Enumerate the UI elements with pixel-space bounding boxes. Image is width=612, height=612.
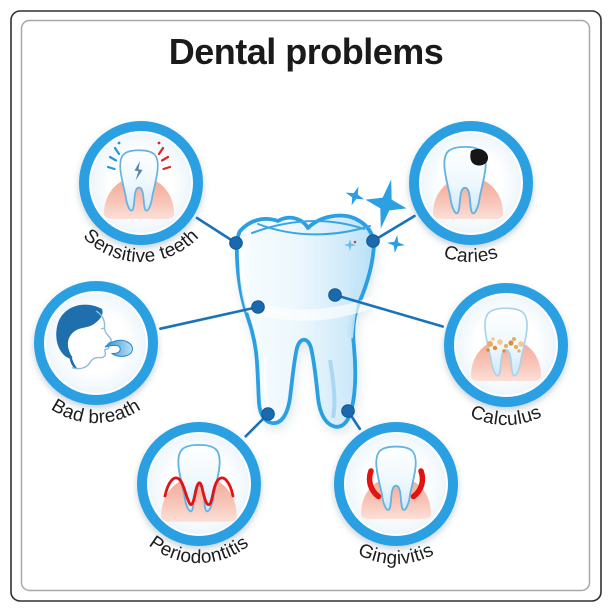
central-tooth-illustration xyxy=(234,213,376,429)
periodontitis-icon xyxy=(161,443,237,522)
svg-text:Caries: Caries xyxy=(442,242,501,267)
outer-frame-border xyxy=(10,10,602,602)
inflamed-gum-right xyxy=(410,468,426,500)
connector-dot xyxy=(341,404,355,418)
problem-node-caries xyxy=(409,121,533,245)
connector-line-sensitive-teeth xyxy=(195,216,238,245)
connector-line-caries xyxy=(371,214,416,243)
sparkle-icon xyxy=(385,233,407,255)
calculus-icon xyxy=(471,307,541,381)
connector-line-bad-breath xyxy=(159,305,260,331)
cavity-spot xyxy=(470,148,489,166)
connector-dot xyxy=(328,288,342,302)
sensitive-teeth-icon xyxy=(104,141,174,219)
connector-dots xyxy=(229,234,380,421)
sparkle-icon xyxy=(342,183,368,209)
breath-puff xyxy=(104,339,133,357)
tooth-gloss-band xyxy=(246,296,372,321)
caries-icon xyxy=(433,145,503,219)
bad-breath-icon xyxy=(56,304,133,370)
connector-line-calculus xyxy=(333,293,445,328)
problem-node-calculus xyxy=(444,283,568,407)
tartar-deposits xyxy=(486,337,524,353)
problem-node-periodontitis xyxy=(137,422,261,546)
inner-frame-border xyxy=(20,19,591,592)
node-label-caries: Caries xyxy=(442,242,501,267)
connector-dot xyxy=(261,407,275,421)
connector-dot xyxy=(229,236,243,250)
sparkle-icon xyxy=(360,175,412,233)
inflamed-gum-line xyxy=(163,476,235,507)
page-title: Dental problems xyxy=(169,31,444,72)
problem-node-bad-breath xyxy=(34,281,158,405)
connector-dot xyxy=(366,234,380,248)
problem-node-gingivitis xyxy=(334,422,458,546)
connector-dot xyxy=(251,300,265,314)
gingivitis-icon xyxy=(361,445,431,519)
problem-node-sensitive-teeth xyxy=(79,121,203,245)
inflamed-gum-left xyxy=(366,468,382,500)
